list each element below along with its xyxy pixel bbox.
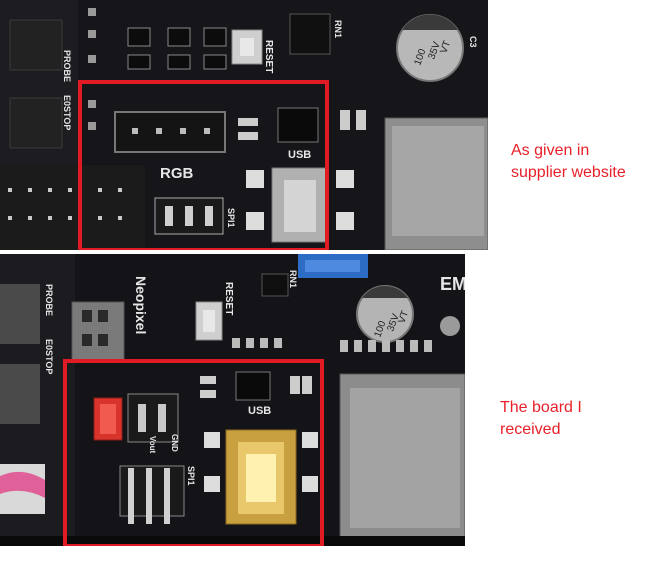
top-board-photo: PROBE E0STOP RESET RN1 100 35V VT C3 RGB… <box>0 0 488 250</box>
rgb-label: RGB <box>160 165 194 182</box>
usb-label: USB <box>288 149 311 161</box>
usb-label: USB <box>248 405 271 417</box>
spi1-label: SPI1 <box>226 208 236 228</box>
reset-label: RESET <box>223 282 234 315</box>
e0stop-label: E0STOP <box>44 339 54 374</box>
em-label: EM <box>440 274 465 294</box>
neopixel-label: Neopixel <box>133 276 149 334</box>
probe-label: PROBE <box>44 284 54 316</box>
rn1-label: RN1 <box>333 20 343 38</box>
top-caption: As given in supplier website <box>511 142 626 181</box>
cap-code-label: VT <box>396 309 411 325</box>
gnd-label: GND <box>170 434 179 452</box>
bottom-caption: The board I received <box>500 399 582 438</box>
top-highlight-box <box>78 80 329 250</box>
rn1-label: RN1 <box>288 270 298 288</box>
probe-label: PROBE <box>62 50 72 82</box>
e0stop-label: E0STOP <box>62 95 72 130</box>
vout-label: Vout <box>148 436 157 454</box>
reset-label: RESET <box>263 40 274 73</box>
spi1-label: SPI1 <box>186 466 196 486</box>
bottom-highlight-box <box>63 359 324 546</box>
bottom-board-photo: PROBE E0STOP Neopixel RESET RN1 100 35V … <box>0 254 465 546</box>
cap-code-label: VT <box>438 39 453 55</box>
c3-label: C3 <box>468 36 478 48</box>
